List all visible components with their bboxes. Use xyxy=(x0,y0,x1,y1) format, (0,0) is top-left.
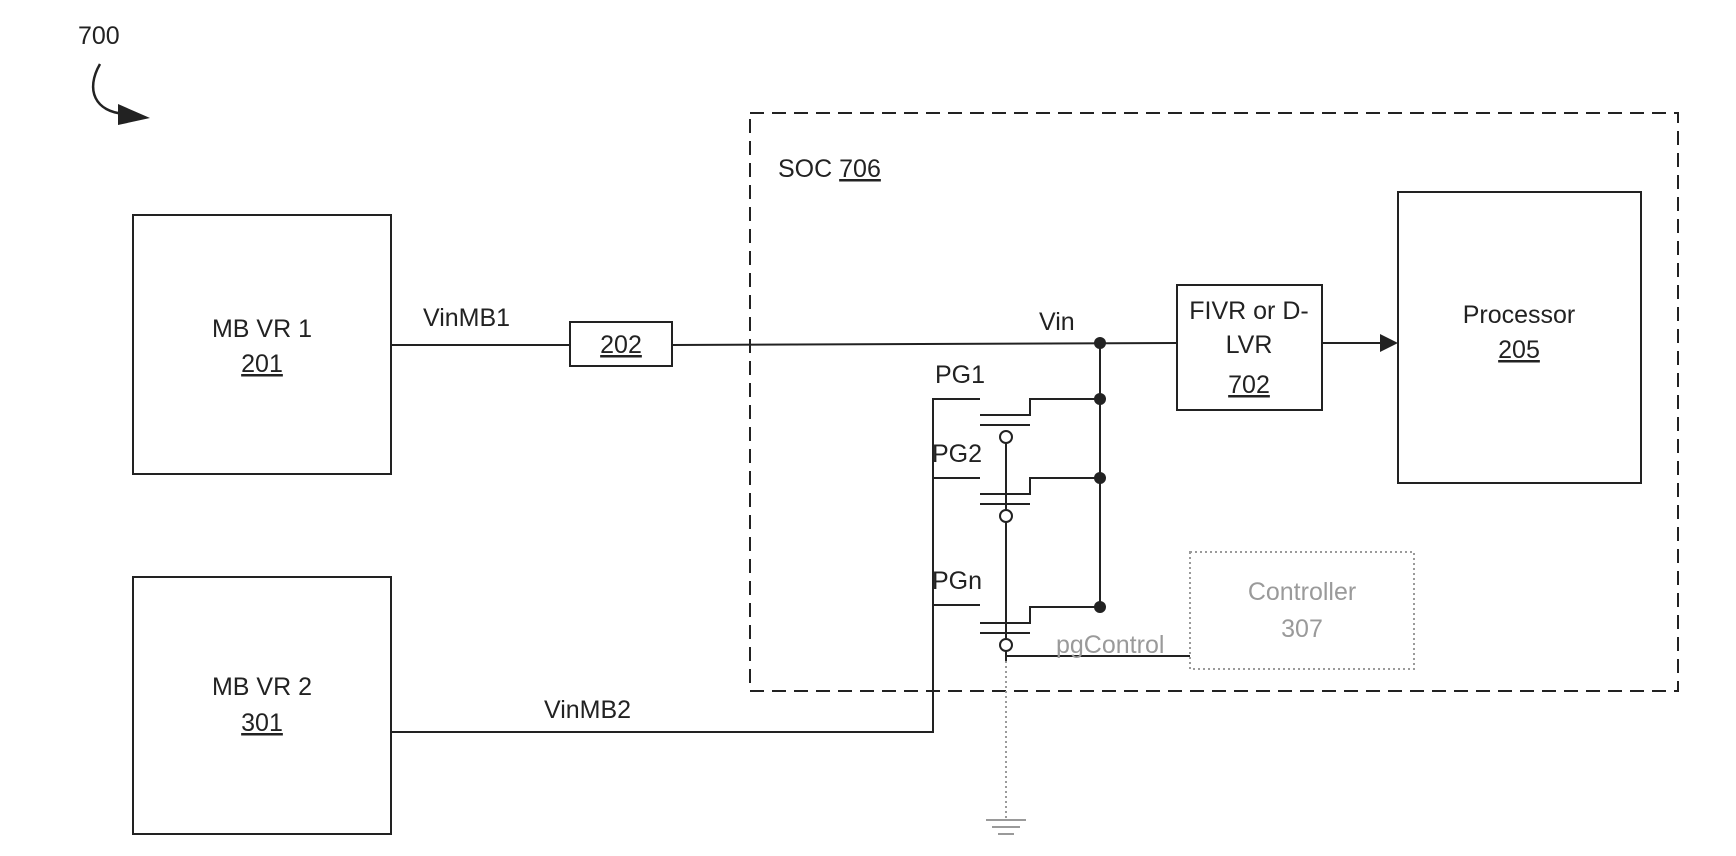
processor-block: Processor 205 xyxy=(1397,191,1642,484)
figure-ref: 700 xyxy=(78,22,120,50)
net-pgcontrol-label: pgControl xyxy=(1056,631,1164,659)
figure-arrow xyxy=(91,63,150,125)
soc-label: SOC 706 xyxy=(778,155,881,183)
net-vinmb1-label: VinMB1 xyxy=(423,304,510,332)
fivr-label-line1: FIVR or D- xyxy=(1189,297,1308,325)
pg1-gate-bubble xyxy=(999,430,1013,444)
mb-vr2-label: MB VR 2 xyxy=(212,673,312,701)
soc-boundary xyxy=(749,112,1679,692)
fivr-ref: 702 xyxy=(1228,371,1270,399)
net-pg1-label: PG1 xyxy=(935,361,985,389)
soc-ref: 706 xyxy=(839,155,881,183)
junction-dots xyxy=(1094,337,1106,613)
processor-ref: 205 xyxy=(1498,336,1540,364)
controller-ref: 307 xyxy=(1281,615,1323,643)
pgn-gate-bubble xyxy=(999,638,1013,652)
controller-block: Controller 307 xyxy=(1189,551,1415,670)
mb-vr2-block: MB VR 2 301 xyxy=(132,576,392,835)
mb-vr1-ref: 201 xyxy=(241,350,283,378)
processor-label: Processor xyxy=(1463,301,1576,329)
net-vinmb2-label: VinMB2 xyxy=(544,696,631,724)
mb-vr1-label: MB VR 1 xyxy=(212,315,312,343)
fivr-block: FIVR or D- LVR 702 xyxy=(1176,284,1323,411)
mb-vr2-ref: 301 xyxy=(241,709,283,737)
ground-symbol xyxy=(986,661,1026,835)
filter-block: 202 xyxy=(569,321,673,367)
fivr-label-line2: LVR xyxy=(1226,331,1273,359)
net-pg2-label: PG2 xyxy=(932,440,982,468)
processor-input-arrow xyxy=(1380,334,1398,352)
net-vin-label: Vin xyxy=(1039,308,1075,336)
net-pgn-label: PGn xyxy=(932,567,982,595)
mb-vr1-block: MB VR 1 201 xyxy=(132,214,392,475)
controller-label: Controller xyxy=(1248,578,1356,606)
filter-ref: 202 xyxy=(600,331,642,359)
pg2-gate-bubble xyxy=(999,509,1013,523)
pmos-gate-bubbles xyxy=(999,430,1013,652)
